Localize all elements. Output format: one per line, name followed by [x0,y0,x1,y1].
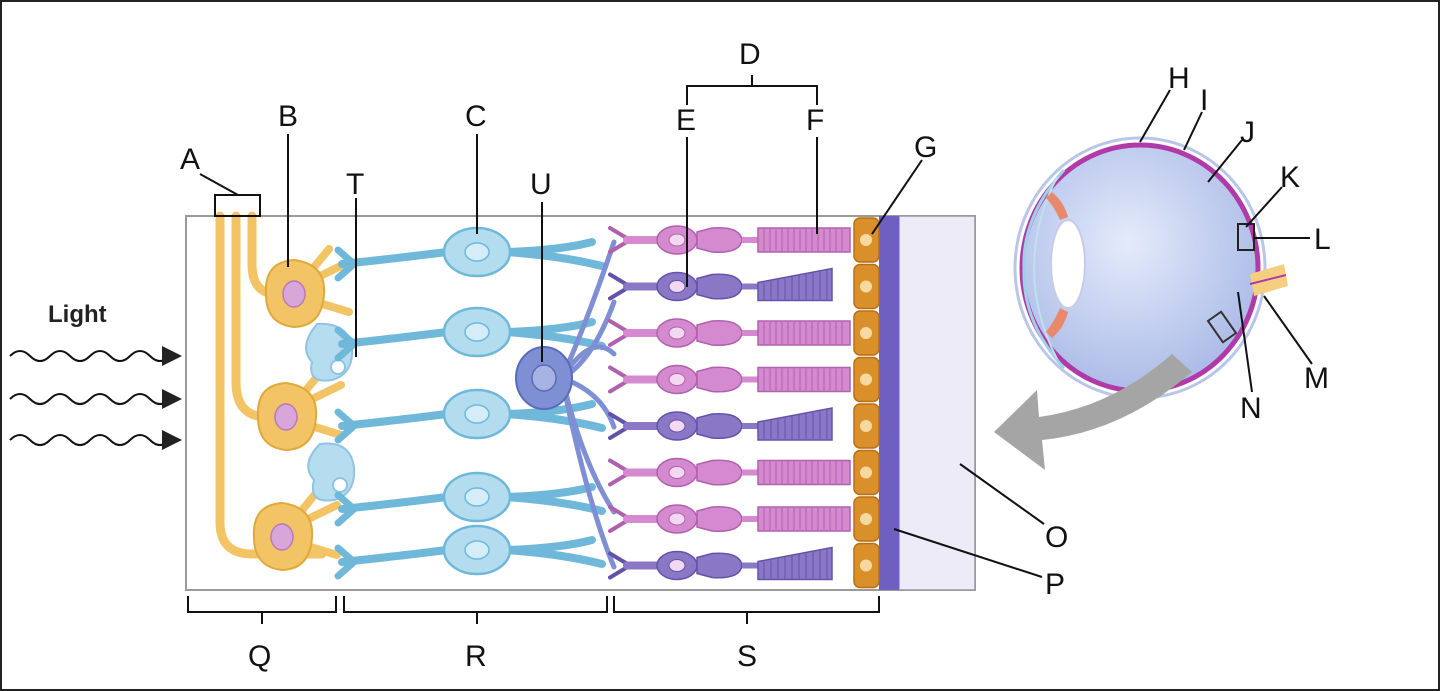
light-ray-1 [9,346,182,366]
light-label: Light [48,301,107,328]
ganglion-cells [252,245,353,572]
magnification-arrow [994,354,1192,470]
cornea-outline [1022,169,1066,370]
light-ray-2 [9,389,182,409]
cone-cell [608,267,833,302]
bipolar-cell [334,524,606,580]
label-n: N [1240,392,1262,425]
label-u: U [530,168,552,201]
letter-labels: A B C D E F G H I J K L M N O P Q R S T … [180,38,1331,673]
choroid-layer [879,216,899,590]
sclera-panel [898,215,976,591]
retina-detail-box-n [1206,310,1238,344]
rod-cell [608,457,851,488]
label-o: O [1045,521,1068,554]
iris-bottom [1046,308,1068,338]
label-h: H [1168,62,1190,95]
light-ray-3 [9,430,182,450]
label-s: S [737,640,757,673]
bipolar-cell [334,226,606,282]
rod-cell [608,318,851,348]
lens [1050,219,1086,309]
label-b: B [278,100,298,133]
iris-top [1046,192,1068,220]
pigment-cell-nucleus [860,373,872,386]
label-t: T [346,168,364,201]
pigment-cell-nucleus [860,559,872,572]
rod-cell [608,364,851,395]
light-rays [9,346,182,450]
ganglion-cell [264,245,353,329]
label-a: A [180,143,200,176]
label-l: L [1314,223,1331,256]
label-g: G [914,131,937,164]
horizontal-cell [515,239,617,570]
pigment-cell-nucleus [860,280,872,293]
ganglion-cell [252,488,341,572]
pigment-cell-nucleus [860,327,872,339]
pigment-cell-nucleus [860,513,872,525]
label-i: I [1200,84,1208,117]
label-k: K [1280,161,1300,194]
label-e: E [676,104,696,137]
label-c: C [465,100,487,133]
rod-cell [608,504,851,534]
pigment-epithelium [853,217,880,589]
label-d: D [739,38,761,71]
label-j: J [1240,116,1255,149]
label-p: P [1045,568,1065,601]
label-f: F [806,104,824,137]
label-q: Q [248,640,271,673]
pigment-cell-nucleus [860,466,872,479]
pigment-cell-nucleus [860,234,872,246]
label-m: M [1304,362,1329,395]
label-leader-lines [187,75,1313,624]
bipolar-cell [334,388,606,444]
eye-illustration [1013,136,1288,400]
cone-cell [608,407,833,441]
label-r: R [465,640,487,673]
pigment-cell-nucleus [860,420,872,432]
cone-cell [608,546,833,581]
